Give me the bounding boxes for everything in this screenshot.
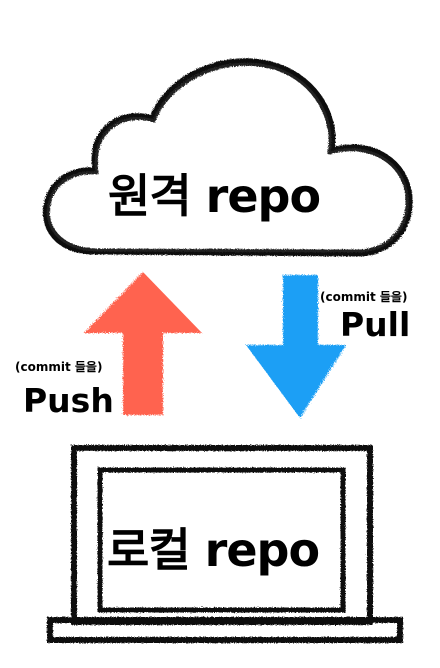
- arrow-up-icon: [84, 272, 202, 415]
- local-repo-label: 로컬 repo: [107, 523, 320, 577]
- push-label: Push: [23, 381, 114, 420]
- laptop-icon: [47, 445, 403, 643]
- remote-repo-label: 원격 repo: [108, 169, 321, 223]
- arrow-down-icon: [246, 275, 346, 418]
- pull-note: (commit 들을): [320, 290, 408, 304]
- pull-label: Pull: [340, 305, 411, 344]
- push-note: (commit 들을): [15, 360, 103, 374]
- cloud-icon: [42, 58, 413, 257]
